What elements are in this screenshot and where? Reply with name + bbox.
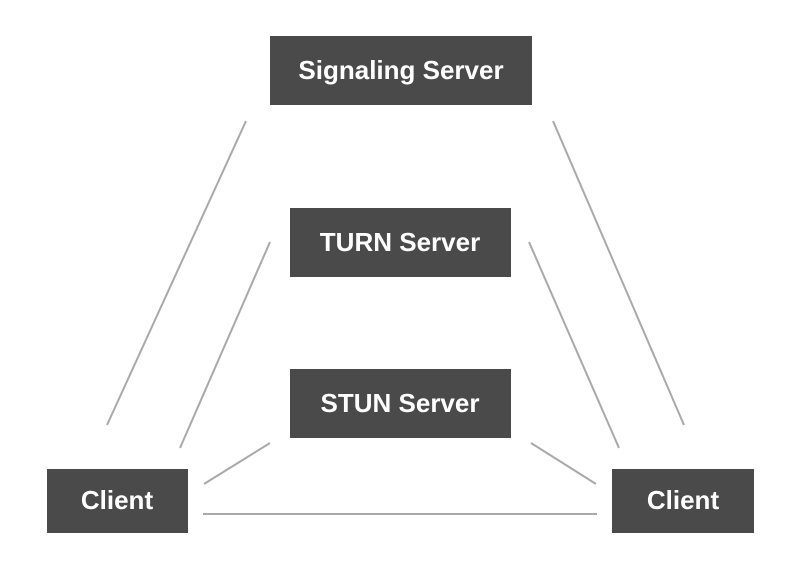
right-client-label: Client: [647, 485, 720, 515]
connector-left-client-to-signaling: [106, 120, 247, 426]
stun-server-box: STUN Server: [290, 369, 511, 438]
connector-right-client-to-stun: [530, 442, 597, 485]
connector-right-client-to-turn: [528, 241, 620, 449]
left-client-label: Client: [81, 485, 154, 515]
signaling-server-label: Signaling Server: [298, 55, 503, 85]
left-client-box: Client: [47, 469, 188, 533]
connector-left-client-to-turn: [179, 241, 271, 449]
connector-right-client-to-signaling: [552, 120, 685, 426]
connector-left-client-to-stun: [203, 442, 271, 485]
connectors: [106, 120, 685, 515]
right-client-box: Client: [612, 469, 754, 533]
stun-server-label: STUN Server: [321, 388, 480, 418]
signaling-server-box: Signaling Server: [270, 36, 532, 105]
turn-server-box: TURN Server: [290, 208, 511, 277]
turn-server-label: TURN Server: [320, 227, 480, 257]
